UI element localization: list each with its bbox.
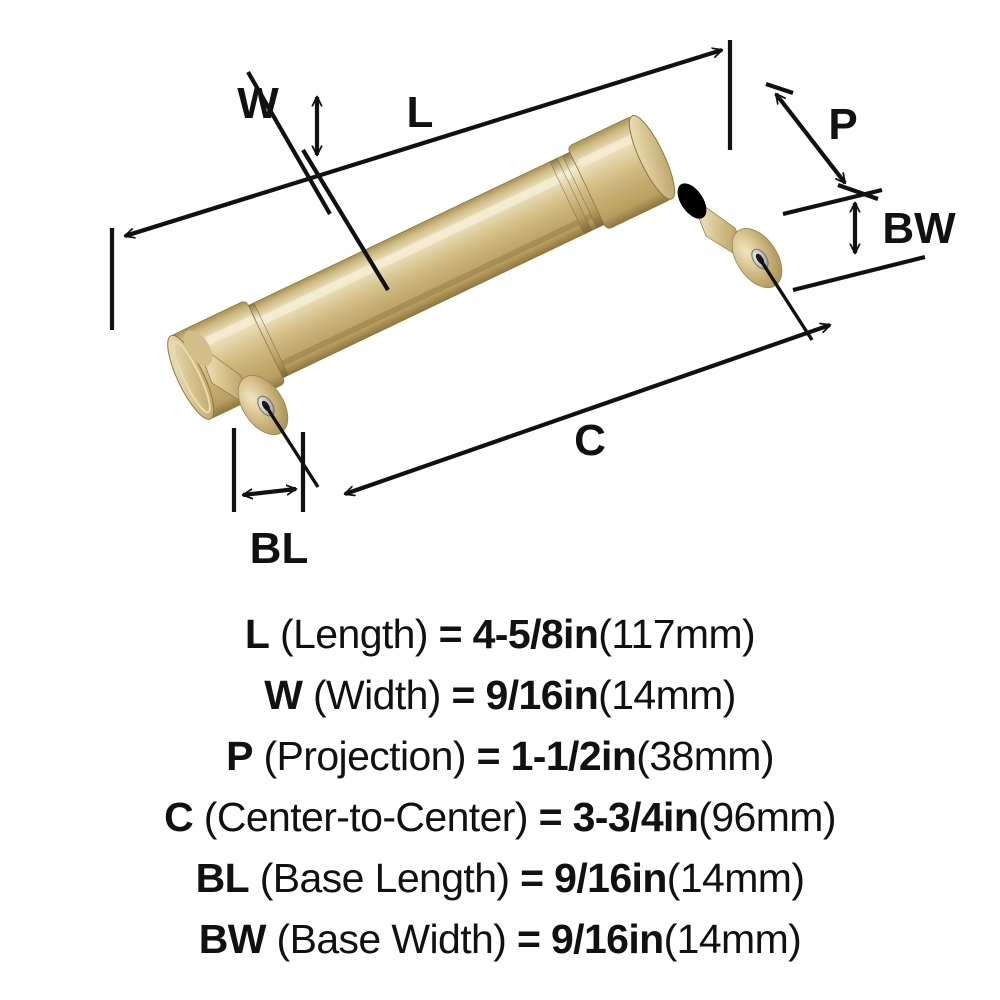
spec-row-center-to-center: C(Center-to-Center)=3-3/4in(96mm) [0,787,1000,848]
leader-line-c-right [758,258,814,341]
spec-row-length: L(Length)=4-5/8in(117mm) [0,604,1000,665]
spec-value-c: 3-3/4in [572,794,699,840]
spec-row-projection: P(Projection)=1-1/2in(38mm) [0,726,1000,787]
spec-code-bw: BW [198,916,267,962]
diagram-canvas: W L P BW C BL [109,40,956,573]
extension-line-p-upper [765,82,794,95]
spec-eq-p: = [476,733,501,779]
spec-name-w: (Width) [312,672,442,718]
post-root-left [183,330,213,366]
spec-value-p: 1-1/2in [510,733,637,779]
dimension-label-c: C [574,416,606,465]
spec-value-w: 9/16in [485,672,599,718]
spec-metric-p: (38mm) [636,733,774,779]
spec-name-p: (Projection) [263,733,467,779]
dimension-label-l: L [407,88,434,137]
extension-line-w-upper [246,70,332,216]
dimension-label-p: P [828,100,857,149]
spec-value-bl: 9/16in [554,855,667,901]
dimension-arrow-c [345,325,830,494]
extension-line-p-lower [837,183,879,201]
product-dimension-diagram: W L P BW C BL [109,40,956,573]
spec-metric-bw: (14mm) [663,916,802,962]
spec-eq-bl: = [520,855,544,901]
spec-code-bl: BL [195,855,250,901]
end-cap-left-face [167,334,215,420]
spec-eq-bw: = [516,916,541,962]
dimension-arrow-p [774,92,847,185]
dimension-lines [109,40,926,512]
specification-list: L(Length)=4-5/8in(117mm) W(Width)=9/16in… [0,604,1000,1000]
spec-row-base-length: BL(Base Length)=9/16in(14mm) [0,848,1000,909]
extension-line-bw-upper [782,187,883,217]
dimension-arrow-bl [243,489,296,495]
spec-eq-w: = [451,672,476,718]
spec-metric-bl: (14mm) [666,855,805,901]
spec-code-l: L [244,611,270,657]
leader-line-c-left [264,405,320,488]
spec-metric-w: (14mm) [598,672,736,718]
spec-metric-c: (96mm) [698,794,836,840]
dimension-label-bw: BW [882,204,956,253]
spec-eq-c: = [538,794,563,840]
end-cap-left-face-ring [172,340,211,414]
product-illustration [167,115,783,435]
spec-name-l: (Length) [280,611,429,657]
spec-row-base-width: BW(Base Width)=9/16in(14mm) [0,909,1000,970]
dimension-arrow-l [125,50,722,236]
spec-eq-l: = [438,611,463,657]
spec-row-width: W(Width)=9/16in(14mm) [0,665,1000,726]
spec-metric-l: (117mm) [598,611,756,657]
spec-code-p: P [226,733,253,779]
spec-name-bl: (Base Length) [259,855,510,901]
dimension-label-w: W [237,79,279,128]
spec-name-bw: (Base Width) [276,916,507,962]
spec-value-bw: 9/16in [550,916,664,962]
spec-name-c: (Center-to-Center) [203,794,529,840]
extension-line-w-lower [301,148,390,292]
extension-line-bw-lower [792,254,926,293]
spec-code-c: C [164,794,194,840]
spec-code-w: W [264,672,303,718]
dimension-label-bl: BL [250,524,309,573]
spec-value-l: 4-5/8in [472,611,599,657]
